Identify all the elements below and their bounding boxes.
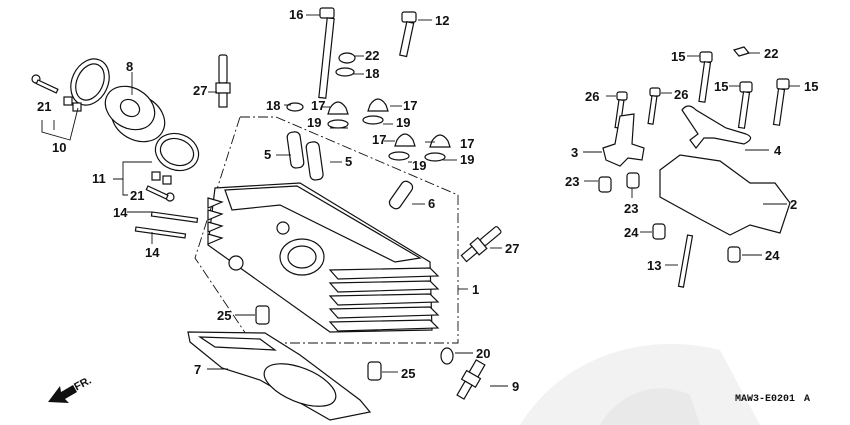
- callout-19[interactable]: 19: [412, 158, 427, 173]
- callout-24[interactable]: 24: [765, 248, 780, 263]
- callout-15[interactable]: 15: [714, 79, 729, 94]
- screw-part: [31, 74, 175, 202]
- callout-17[interactable]: 17: [372, 132, 387, 147]
- callout-25[interactable]: 25: [401, 366, 416, 381]
- dowel-pin-part: [367, 361, 382, 381]
- callout-15[interactable]: 15: [804, 79, 819, 94]
- callout-21[interactable]: 21: [37, 99, 52, 114]
- callout-17[interactable]: 17: [403, 98, 418, 113]
- bracket-bolts-part: [614, 46, 790, 129]
- cylinder-head-part: [207, 182, 440, 333]
- head-gasket-part: [187, 331, 372, 421]
- callout-18[interactable]: 18: [365, 66, 380, 81]
- callout-23[interactable]: 23: [624, 201, 639, 216]
- callout-2[interactable]: 2: [790, 197, 798, 212]
- callout-6[interactable]: 6: [428, 196, 436, 211]
- callout-18[interactable]: 18: [266, 98, 281, 113]
- joint-stud-part: [456, 359, 486, 400]
- spark-plug-part: [215, 54, 231, 108]
- watermark-shape: [600, 388, 700, 425]
- callout-22[interactable]: 22: [764, 46, 779, 61]
- callout-25[interactable]: 25: [217, 308, 232, 323]
- callout-5[interactable]: 5: [264, 147, 272, 162]
- callout-9[interactable]: 9: [512, 379, 520, 394]
- leader-lines: [41, 14, 800, 387]
- callout-4[interactable]: 4: [774, 143, 782, 158]
- callout-15[interactable]: 15: [671, 49, 686, 64]
- holder-bracket-part: [602, 113, 645, 167]
- callout-17[interactable]: 17: [311, 98, 326, 113]
- callout-24[interactable]: 24: [624, 225, 639, 240]
- long-bolt-part: [318, 7, 335, 99]
- valve-guide-part: [286, 131, 305, 169]
- assembly-boundary: [194, 116, 459, 344]
- callout-17[interactable]: 17: [460, 136, 475, 151]
- callout-19[interactable]: 19: [307, 115, 322, 130]
- callout-22[interactable]: 22: [365, 48, 380, 63]
- nut-and-washer-parts: [286, 52, 451, 162]
- callout-8[interactable]: 8: [126, 59, 134, 74]
- callout-1[interactable]: 1: [472, 282, 480, 297]
- callout-27[interactable]: 27: [193, 83, 208, 98]
- callout-21[interactable]: 21: [130, 188, 145, 203]
- callout-14[interactable]: 14: [113, 205, 128, 220]
- callout-20[interactable]: 20: [476, 346, 491, 361]
- callout-16[interactable]: 16: [289, 7, 304, 22]
- callout-19[interactable]: 19: [396, 115, 411, 130]
- band-part: [63, 58, 110, 112]
- figure-code-suffix: A: [804, 394, 811, 405]
- dowel-pin-part: [255, 305, 270, 325]
- callout-7[interactable]: 7: [194, 362, 202, 377]
- dowel-pin-part: [598, 172, 741, 263]
- callout-5[interactable]: 5: [345, 154, 353, 169]
- insulator-part: [104, 85, 166, 143]
- spark-plug-part: [460, 226, 502, 263]
- callout-23[interactable]: 23: [565, 174, 580, 189]
- bolt-part: [399, 11, 417, 58]
- callout-3[interactable]: 3: [571, 145, 579, 160]
- callout-11[interactable]: 11: [92, 171, 106, 186]
- band-part: [151, 132, 200, 185]
- front-direction-arrow-icon: [48, 385, 77, 403]
- callout-26[interactable]: 26: [585, 89, 600, 104]
- watermark-shape: [520, 343, 760, 425]
- sealing-washer-part: [440, 347, 454, 365]
- valve-guide-part: [305, 141, 324, 181]
- callout-12[interactable]: 12: [435, 13, 450, 28]
- callout-26[interactable]: 26: [674, 87, 689, 102]
- callout-19[interactable]: 19: [460, 152, 475, 167]
- callout-14[interactable]: 14: [145, 245, 160, 260]
- oil-pipe-bracket-part: [681, 105, 752, 149]
- figure-code: MAW3-E0201: [735, 394, 796, 405]
- camshaft-holder-part: [659, 154, 791, 236]
- stud-bolt-part: [677, 234, 694, 288]
- stud-bolt-part: [134, 211, 199, 239]
- callout-10[interactable]: 10: [52, 140, 67, 155]
- valve-guide-part: [388, 180, 414, 210]
- callout-27[interactable]: 27: [505, 241, 520, 256]
- callout-13[interactable]: 13: [647, 258, 662, 273]
